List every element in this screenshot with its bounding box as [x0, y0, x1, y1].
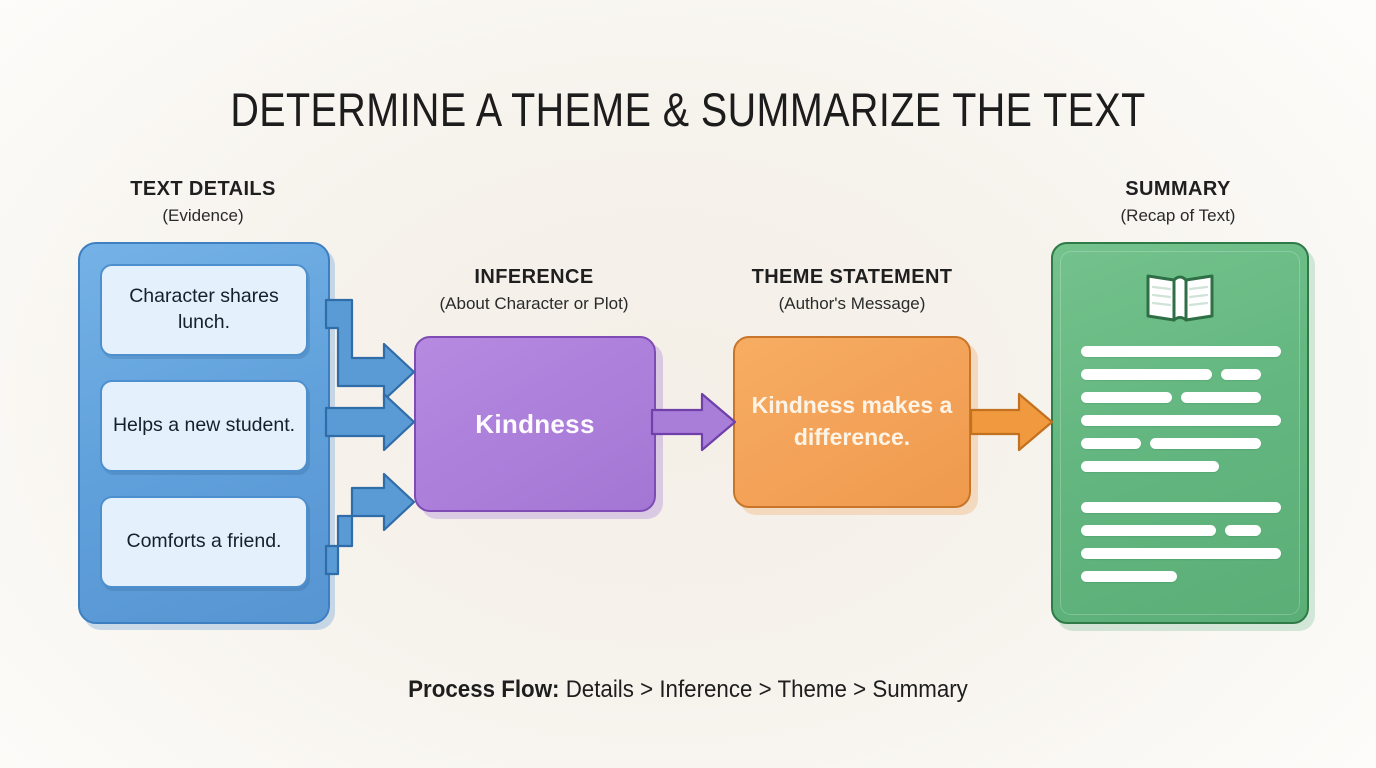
summary-line-spacer — [1270, 392, 1281, 403]
summary-line-row — [1081, 346, 1281, 357]
summary-line-bar — [1224, 525, 1262, 536]
summary-line-row — [1081, 461, 1281, 472]
summary-line-spacer — [1228, 461, 1281, 472]
process-flow-label: Process Flow: — [408, 676, 560, 703]
summary-line-bar — [1181, 392, 1262, 403]
open-book-icon — [1143, 268, 1217, 331]
heading-inference-main: INFERENCE — [474, 266, 594, 288]
page-title: DETERMINE A THEME & SUMMARIZE THE TEXT — [230, 83, 1146, 136]
summary-line-row — [1081, 525, 1281, 536]
arrow-detail-2-to-inference — [324, 392, 416, 452]
heading-inference: INFERENCE (About Character or Plot) — [404, 266, 664, 314]
summary-line-bar — [1081, 548, 1281, 559]
heading-summary: SUMMARY (Recap of Text) — [1046, 178, 1310, 226]
process-flow-caption: Process Flow: Details > Inference > Them… — [48, 676, 1328, 704]
summary-line-bar — [1081, 369, 1213, 380]
summary-line-row — [1081, 438, 1281, 449]
heading-text-details-sub: (Evidence) — [162, 206, 244, 225]
summary-line-spacer — [1270, 369, 1281, 380]
heading-text-details-main: TEXT DETAILS — [130, 178, 276, 200]
summary-line-bar — [1081, 438, 1142, 449]
summary-line-row — [1081, 548, 1281, 559]
summary-line-spacer — [1186, 571, 1282, 582]
summary-line-bar — [1221, 369, 1262, 380]
summary-line-bar — [1081, 415, 1281, 426]
summary-line-spacer — [1270, 525, 1281, 536]
summary-panel[interactable] — [1051, 242, 1309, 624]
summary-line-bar — [1081, 346, 1281, 357]
heading-text-details: TEXT DETAILS (Evidence) — [72, 178, 334, 226]
detail-card[interactable]: Character shares lunch. — [100, 264, 308, 356]
text-details-group: Character shares lunch. Helps a new stud… — [78, 242, 330, 624]
summary-text-lines — [1081, 346, 1281, 594]
arrow-inference-to-theme — [650, 392, 737, 452]
detail-card[interactable]: Helps a new student. — [100, 380, 308, 472]
summary-line-row — [1081, 369, 1281, 380]
heading-summary-main: SUMMARY — [1125, 178, 1231, 200]
summary-line-row — [1081, 571, 1281, 582]
summary-line-row — [1081, 392, 1281, 403]
summary-line-spacer — [1270, 438, 1281, 449]
process-flow-path: Details > Inference > Theme > Summary — [565, 676, 968, 703]
arrow-theme-to-summary — [969, 392, 1054, 452]
summary-line-bar — [1081, 392, 1172, 403]
heading-inference-sub: (About Character or Plot) — [439, 294, 629, 313]
theme-statement-box[interactable]: Kindness makes a difference. — [733, 336, 971, 508]
heading-theme-sub: (Author's Message) — [778, 294, 926, 313]
summary-line-row — [1081, 415, 1281, 426]
summary-line-bar — [1081, 571, 1177, 582]
heading-theme-statement: THEME STATEMENT (Author's Message) — [716, 266, 988, 314]
inference-box[interactable]: Kindness — [414, 336, 656, 512]
summary-line-bar — [1150, 438, 1262, 449]
arrow-detail-1-to-inference — [324, 298, 416, 402]
summary-line-row — [1081, 502, 1281, 513]
summary-line-bar — [1081, 525, 1216, 536]
arrow-detail-3-to-inference — [324, 472, 416, 576]
detail-card[interactable]: Comforts a friend. — [100, 496, 308, 588]
heading-theme-main: THEME STATEMENT — [751, 266, 953, 288]
summary-line-bar — [1081, 461, 1219, 472]
heading-summary-sub: (Recap of Text) — [1120, 206, 1236, 225]
summary-line-bar — [1081, 502, 1281, 513]
